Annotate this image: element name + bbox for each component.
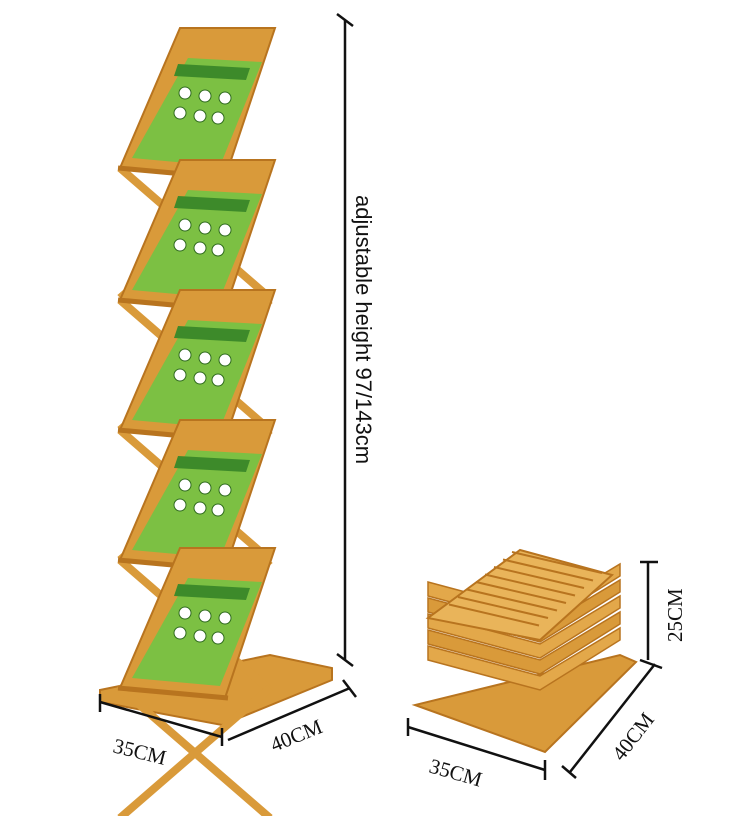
folded-slat (502, 558, 594, 582)
folded-slat (475, 581, 567, 604)
open-magazine-rack (99, 27, 333, 816)
poster-icon (173, 368, 187, 382)
poster-icon (211, 373, 225, 387)
poster-logo-banner (174, 64, 250, 80)
poster-icon (218, 223, 232, 237)
folded-depth-tick (561, 765, 577, 779)
rack-shelf-lip (117, 685, 229, 701)
poster-icon (178, 86, 192, 100)
folded-top (425, 548, 615, 642)
folded-slat (466, 588, 558, 612)
folded-slat (448, 603, 540, 627)
poster-icon (178, 478, 192, 492)
poster-logo-banner (174, 326, 250, 342)
height-dimension (336, 13, 354, 667)
poster-icon (211, 243, 225, 257)
poster-icon (173, 238, 187, 252)
rack-leg (117, 684, 273, 816)
poster-icon (198, 609, 212, 623)
folded-slat (457, 596, 549, 619)
folded-tier (427, 626, 621, 691)
poster-icon (218, 483, 232, 497)
poster-icon (198, 221, 212, 235)
height-label: adjustable height 97/143cm (351, 195, 376, 464)
rack-tier (117, 547, 277, 816)
poster-icon (193, 629, 207, 643)
poster-icon (193, 501, 207, 515)
poster-icon (218, 91, 232, 105)
height-tick-bottom (336, 653, 354, 667)
poster-logo-banner (174, 584, 250, 600)
poster-logo-banner (174, 196, 250, 212)
folded-tier (427, 594, 621, 659)
poster-icon (178, 606, 192, 620)
poster-icon (193, 109, 207, 123)
open-width-line (99, 700, 223, 739)
poster-icon (173, 106, 187, 120)
rack-tier (117, 27, 277, 302)
poster-icon (211, 503, 225, 517)
folded-magazine-rack (411, 548, 638, 754)
open-width-label: 35CM (111, 734, 169, 770)
poster-icon (173, 498, 187, 512)
open-dimension-lines (98, 679, 357, 746)
poster-icon (198, 351, 212, 365)
folded-slat (511, 551, 603, 574)
poster-icon (173, 626, 187, 640)
poster-icon (193, 241, 207, 255)
poster-icon (198, 481, 212, 495)
folded-height-label: 25CM (663, 588, 687, 642)
folded-width-label: 35CM (427, 754, 486, 792)
folded-dimension-lines (406, 560, 663, 780)
open-depth-line (227, 686, 351, 742)
folded-slat (493, 566, 585, 589)
poster-icon (218, 611, 232, 625)
folded-height-tick (639, 658, 663, 670)
poster-icon (193, 371, 207, 385)
height-tick-top (336, 13, 354, 27)
poster-icon (218, 353, 232, 367)
folded-depth-line (569, 663, 656, 773)
poster-icon (198, 89, 212, 103)
open-depth-tick (342, 679, 357, 698)
folded-slat (484, 573, 576, 597)
poster-icon (211, 111, 225, 125)
poster-icon (178, 348, 192, 362)
poster-icon (211, 631, 225, 645)
poster-icon (178, 218, 192, 232)
folded-tier (427, 610, 621, 675)
poster-logo-banner (174, 456, 250, 472)
folded-width-line (407, 725, 546, 772)
